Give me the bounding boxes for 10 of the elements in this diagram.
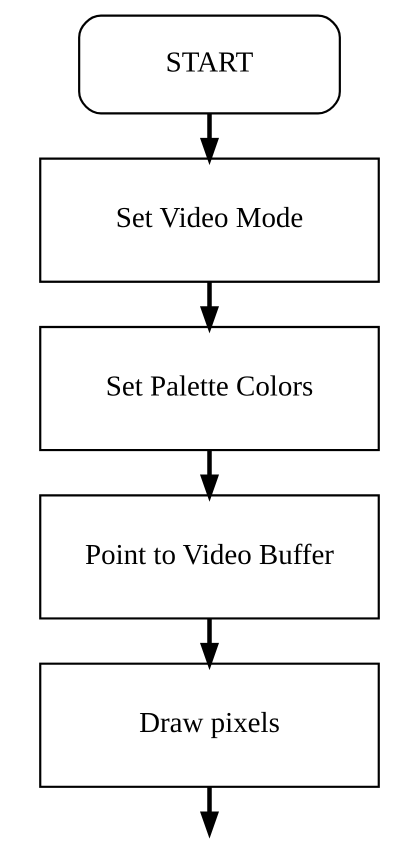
node-box: Draw pixels bbox=[38, 662, 380, 788]
arrow bbox=[199, 618, 219, 670]
arrow bbox=[199, 114, 219, 166]
arrow bbox=[199, 282, 219, 334]
arrow bbox=[199, 786, 219, 839]
arrow bbox=[199, 450, 219, 502]
node-box: Point to Video Buffer bbox=[38, 494, 380, 620]
node-box: Set Video Mode bbox=[38, 158, 380, 283]
node-box: Set Palette Colors bbox=[38, 326, 380, 452]
node-box: START bbox=[78, 14, 340, 114]
